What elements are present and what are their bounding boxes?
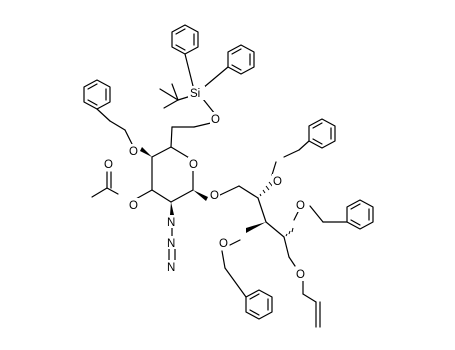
ring-oxygen-label: O [189, 159, 198, 171]
glycosidic-oxygen-label: O [210, 190, 219, 202]
allyl-ether [302, 278, 321, 328]
phenyl-ring-silyl-top [171, 24, 199, 55]
phenyl-ring-silyl-right [227, 44, 255, 75]
acetate-carbonyl-oxygen-label: O [104, 159, 113, 171]
stereo-bonds-chain [246, 181, 294, 237]
stereo-bonds-ring [140, 147, 208, 215]
silicon-atom-label: Si [190, 88, 200, 100]
azide-nitrogen-1-label: N [167, 217, 175, 229]
phenyl-ring-benzyl-bottom [245, 289, 273, 320]
acetate-ester-oxygen-label: O [129, 200, 138, 212]
atom-labels: Si O O O O O O N N N O O O O [103, 86, 306, 281]
azide-nitrogen-2-label: N [167, 238, 175, 250]
allyl-ether-oxygen-label: O [296, 269, 305, 281]
phenyl-ring-benzyl-top-left [83, 79, 111, 110]
benzyl-ether-chain-c [221, 239, 247, 298]
acetate-group [91, 171, 153, 201]
pyranose-ring-bonds [151, 126, 194, 203]
silyl-ether-oxygen-label: O [211, 114, 220, 126]
benzyl-ether-chain-a [271, 140, 310, 176]
phenyl-ring-benzyl-right [346, 199, 374, 230]
chain-benzyl-oxygen-c-label: O [219, 238, 228, 250]
phenyl-ring-benzyl-top-right [308, 118, 336, 149]
chain-benzyl-oxygen-b-label: O [296, 200, 305, 212]
chain-backbone [219, 185, 296, 267]
benzyl-ether-oxygen-c4-label: O [129, 146, 138, 158]
benzyl-ether-c4 [96, 108, 134, 147]
azide-nitrogen-3-label: N [167, 262, 175, 274]
chain-benzyl-oxygen-a-label: O [273, 176, 282, 188]
